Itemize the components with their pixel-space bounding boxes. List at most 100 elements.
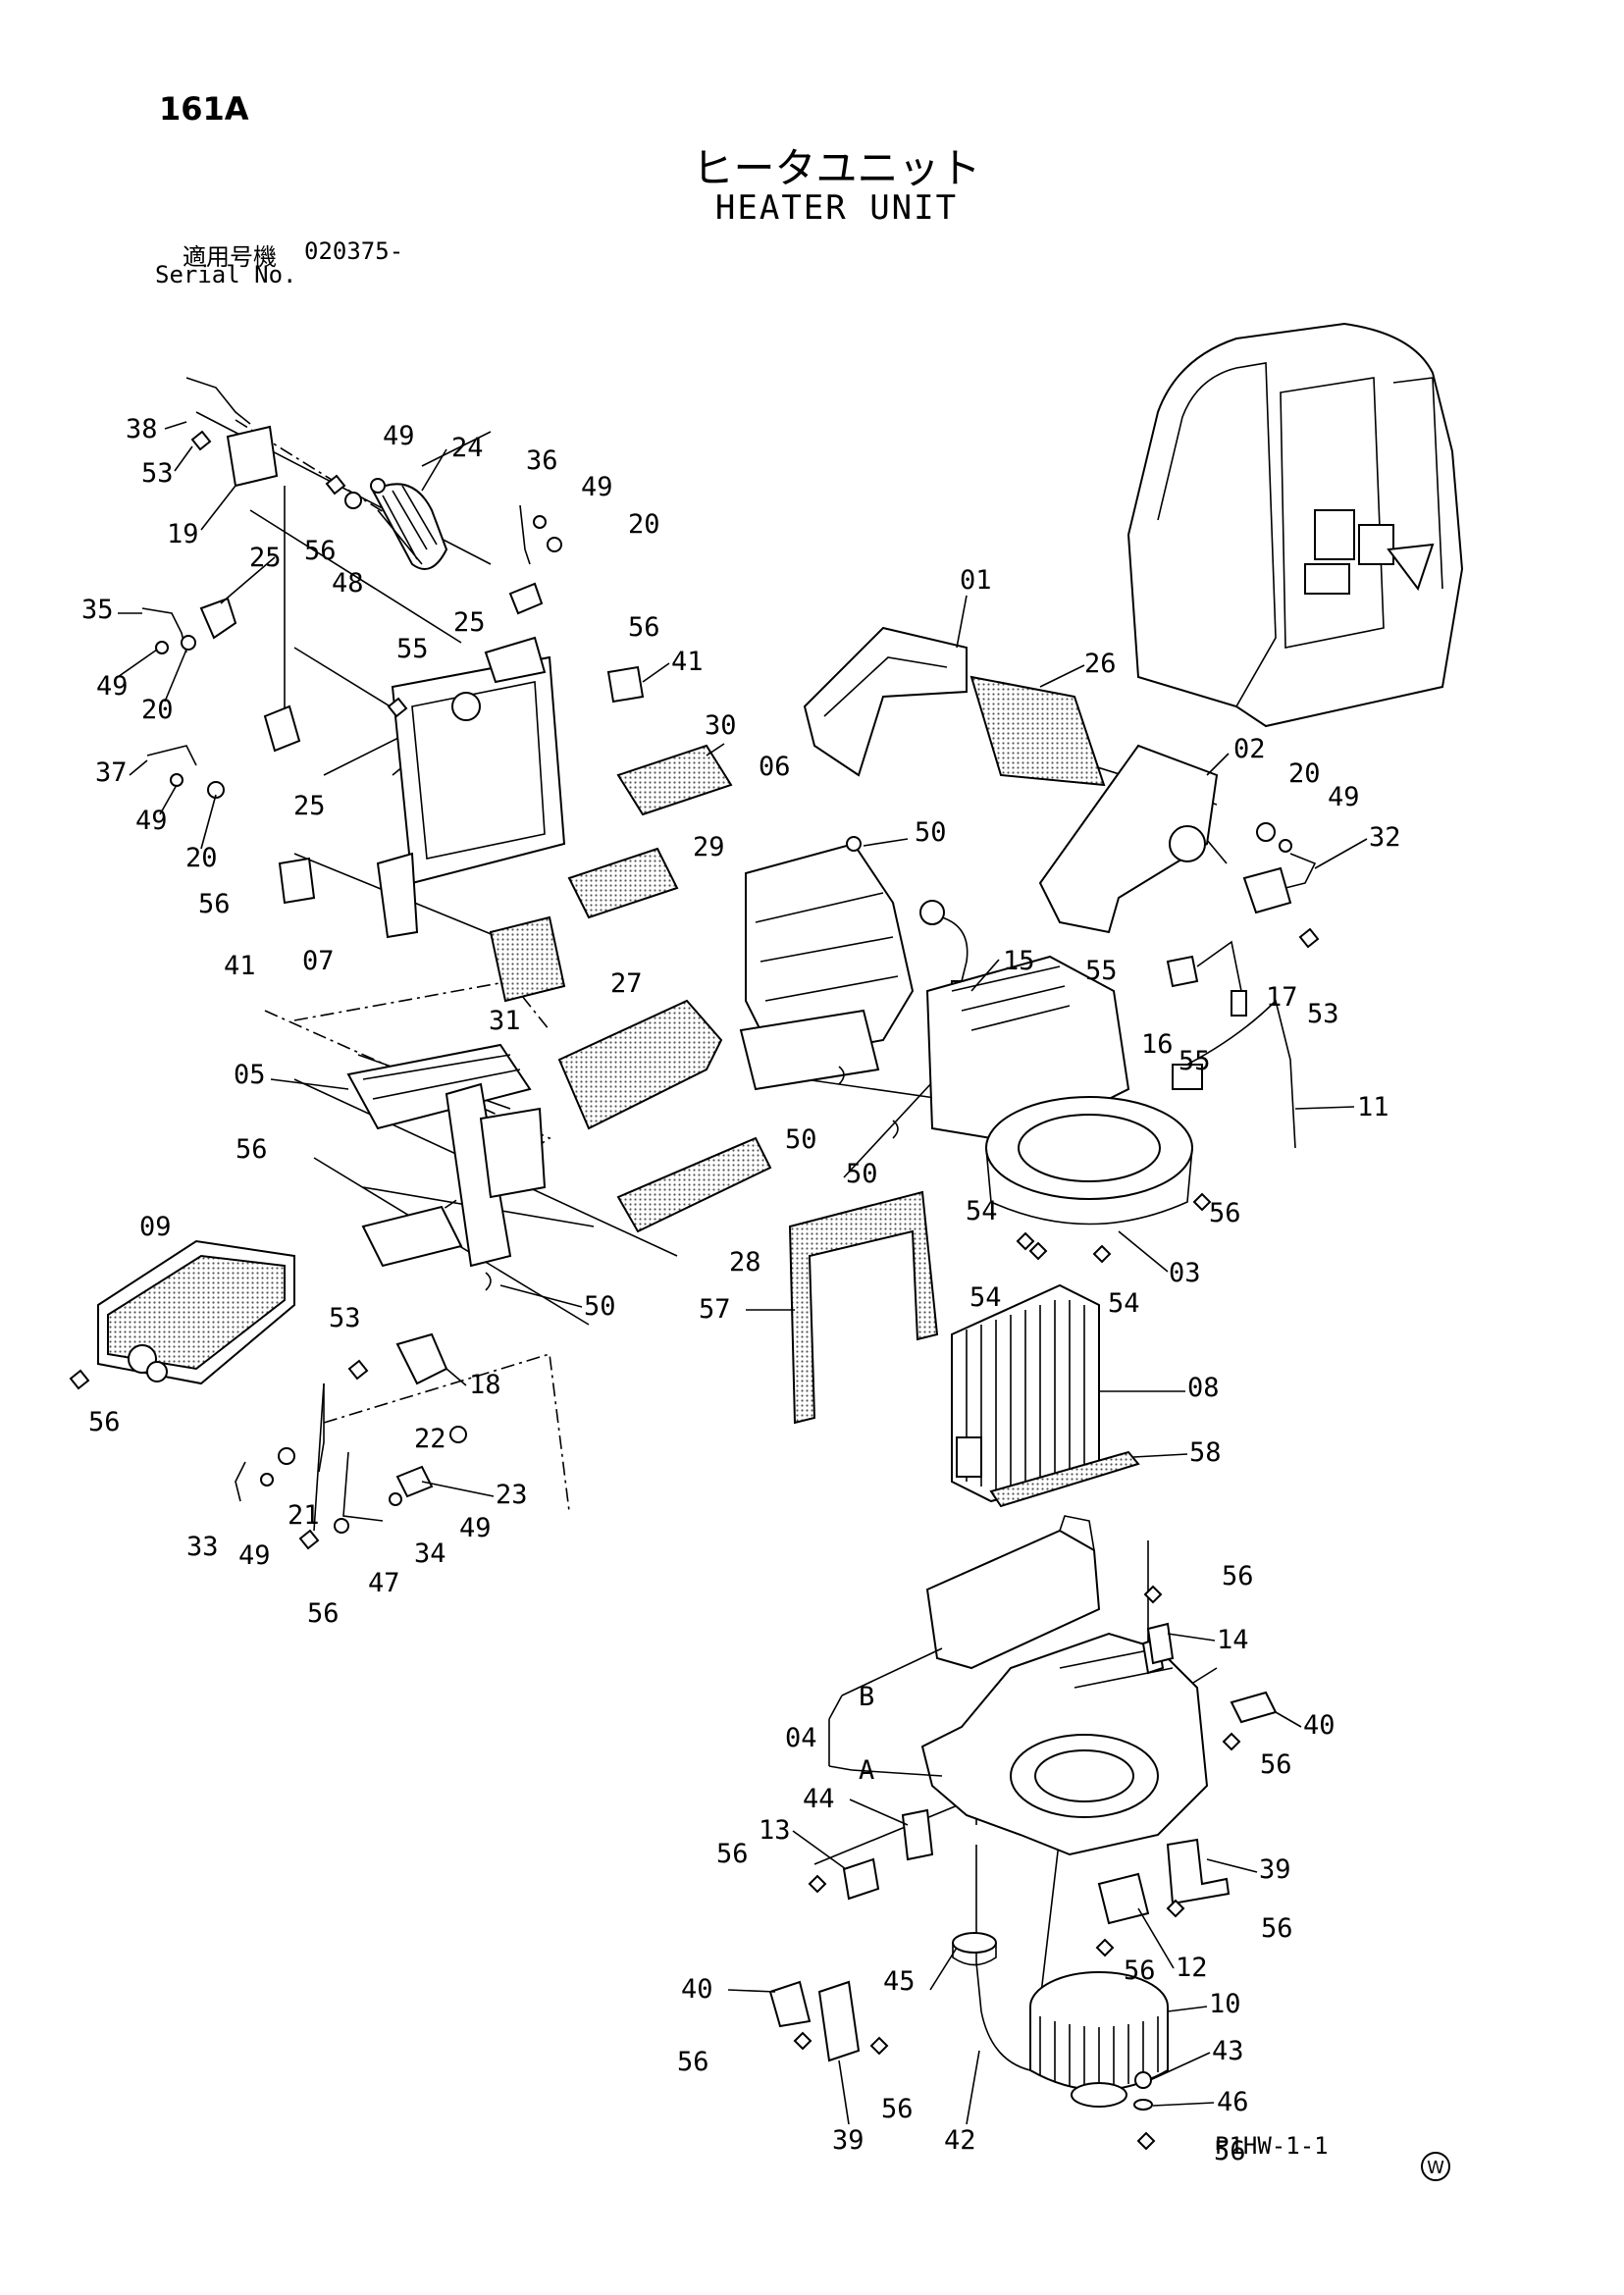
label-56: 56 (1222, 1561, 1254, 1591)
label-50: 50 (846, 1159, 878, 1189)
label-56: 56 (881, 2094, 914, 2124)
label-54: 54 (966, 1196, 998, 1226)
label-39: 39 (1259, 1854, 1291, 1885)
label-54: 54 (1108, 1288, 1140, 1319)
label-56: 56 (1124, 1956, 1156, 1986)
label-56: 56 (307, 1598, 340, 1629)
label-03: 03 (1169, 1258, 1201, 1288)
label-06: 06 (759, 752, 791, 782)
serial-label-english: Serial No. (155, 261, 297, 288)
label-56: 56 (628, 612, 660, 643)
label-56: 56 (677, 2047, 709, 2077)
label-23: 23 (496, 1480, 528, 1510)
label-41: 41 (224, 951, 256, 981)
label-47: 47 (368, 1568, 400, 1598)
label-56: 56 (198, 889, 231, 919)
part-shapes (69, 377, 1320, 2151)
label-01: 01 (960, 565, 992, 596)
page-number: 161A (159, 90, 249, 128)
label-44: 44 (803, 1784, 835, 1814)
label-22: 22 (414, 1424, 446, 1454)
label-18: 18 (469, 1370, 501, 1400)
page-title-english: HEATER UNIT (714, 188, 959, 228)
label-39: 39 (832, 2125, 864, 2156)
label-55: 55 (1085, 956, 1118, 986)
label-56: 56 (1260, 1749, 1292, 1780)
label-08: 08 (1187, 1373, 1220, 1403)
label-38: 38 (126, 414, 158, 444)
label-49: 49 (1328, 782, 1360, 812)
label-30: 30 (705, 710, 737, 741)
label-24: 24 (451, 433, 484, 463)
serial-label-japanese: 適用号機 (183, 243, 277, 271)
label-15: 15 (1003, 946, 1035, 976)
label-56: 56 (1261, 1913, 1293, 1944)
duct-01 (803, 626, 968, 777)
label-17: 17 (1266, 982, 1298, 1013)
blower-case-04 (920, 1515, 1209, 1856)
label-14: 14 (1217, 1625, 1249, 1655)
label-45: 45 (883, 1966, 916, 1997)
label-32: 32 (1369, 822, 1401, 853)
label-56: 56 (1214, 2136, 1246, 2166)
label-56: 56 (88, 1407, 121, 1437)
label-49: 49 (96, 671, 129, 702)
label-20: 20 (141, 695, 174, 725)
label-50: 50 (785, 1124, 817, 1155)
label-40: 40 (1303, 1710, 1336, 1741)
label-56: 56 (716, 1839, 749, 1869)
label-53: 53 (329, 1303, 361, 1333)
label-56: 56 (304, 536, 337, 566)
label-09: 09 (139, 1212, 172, 1242)
label-49: 49 (238, 1540, 271, 1571)
evaporator-08 (951, 1283, 1100, 1503)
label-49: 49 (459, 1513, 492, 1543)
label-56: 56 (1209, 1198, 1241, 1228)
label-13: 13 (759, 1815, 791, 1846)
label-26: 26 (1084, 649, 1117, 679)
label-56: 56 (236, 1134, 268, 1165)
label-05: 05 (234, 1060, 266, 1090)
label-B: B (859, 1682, 874, 1712)
cab-illustration (1126, 322, 1464, 728)
label-57: 57 (699, 1294, 731, 1325)
label-58: 58 (1189, 1437, 1222, 1468)
figure-code: P1HW-1-1 (1215, 2132, 1329, 2160)
label-49: 49 (383, 421, 415, 451)
label-04: 04 (785, 1723, 817, 1753)
label-28: 28 (729, 1247, 761, 1278)
evaporator-housing-03 (925, 955, 1193, 1226)
label-34: 34 (414, 1539, 446, 1569)
label-53: 53 (141, 458, 174, 489)
label-53: 53 (1307, 999, 1339, 1029)
case-05 (346, 1043, 547, 1268)
callout-pointers (117, 421, 1368, 2125)
label-16: 16 (1141, 1029, 1174, 1060)
label-36: 36 (526, 445, 558, 476)
label-37: 37 (95, 757, 128, 788)
label-29: 29 (693, 832, 725, 862)
label-25: 25 (249, 543, 282, 573)
label-46: 46 (1217, 2087, 1249, 2117)
label-33: 33 (186, 1532, 219, 1562)
damper-gear-24 (371, 483, 448, 570)
watermark-symbol: W (1421, 2152, 1450, 2181)
label-20: 20 (628, 509, 660, 540)
label-12: 12 (1176, 1953, 1208, 1983)
label-48: 48 (332, 568, 364, 599)
label-25: 25 (293, 791, 326, 821)
label-55: 55 (1179, 1046, 1211, 1076)
label-02: 02 (1233, 734, 1266, 764)
label-40: 40 (681, 1974, 713, 2005)
serial-number-value: 020375- (304, 237, 404, 265)
blower-fan-10 (1029, 1971, 1169, 2108)
label-27: 27 (610, 968, 643, 999)
frame-07 (376, 636, 566, 939)
label-10: 10 (1209, 1989, 1241, 2019)
label-50: 50 (584, 1291, 616, 1322)
callout-labels: 38 53 49 24 19 56 48 36 49 20 25 25 35 4… (81, 414, 1401, 2166)
label-54: 54 (969, 1282, 1002, 1313)
page-title-japanese: ヒータユニット (692, 144, 981, 192)
label-20: 20 (1288, 758, 1321, 789)
